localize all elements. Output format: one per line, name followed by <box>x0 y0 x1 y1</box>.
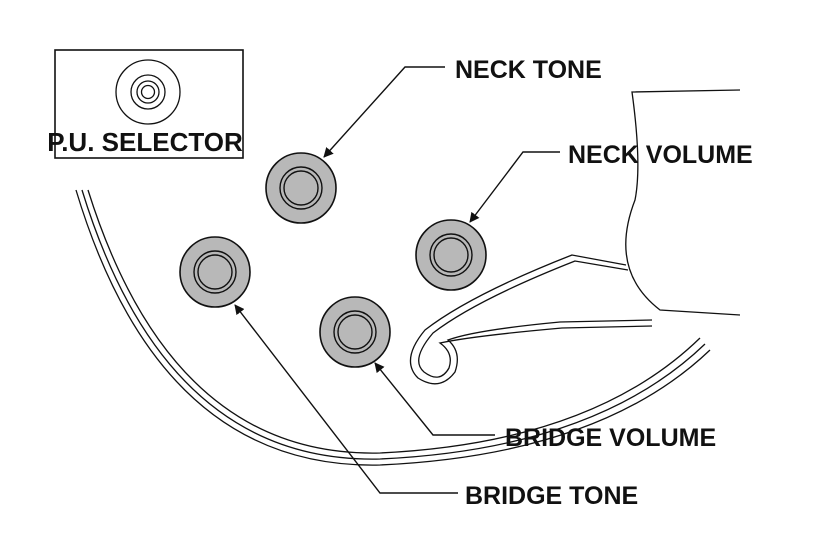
neck-volume-leader <box>469 151 560 223</box>
neck-tone-knob <box>265 152 337 224</box>
pu-selector-label: P.U. SELECTOR <box>47 127 243 157</box>
body-contour <box>409 89 741 385</box>
neck-tone-label: NECK TONE <box>455 56 602 84</box>
bridge-tone-leader <box>234 304 458 494</box>
neck-tone-leader <box>323 66 445 158</box>
bridge-tone-knob <box>179 236 251 308</box>
bridge-volume-leader <box>374 362 495 436</box>
bridge-tone-label: BRIDGE TONE <box>465 482 638 510</box>
pu-selector-box: P.U. SELECTOR <box>47 49 244 159</box>
bridge-volume-label: BRIDGE VOLUME <box>505 424 716 452</box>
guitar-body-edge <box>75 189 711 466</box>
neck-volume-knob <box>415 219 487 291</box>
pu-selector-switch-icon <box>115 59 181 125</box>
bridge-volume-knob <box>319 296 391 368</box>
neck-volume-label: NECK VOLUME <box>568 141 753 169</box>
